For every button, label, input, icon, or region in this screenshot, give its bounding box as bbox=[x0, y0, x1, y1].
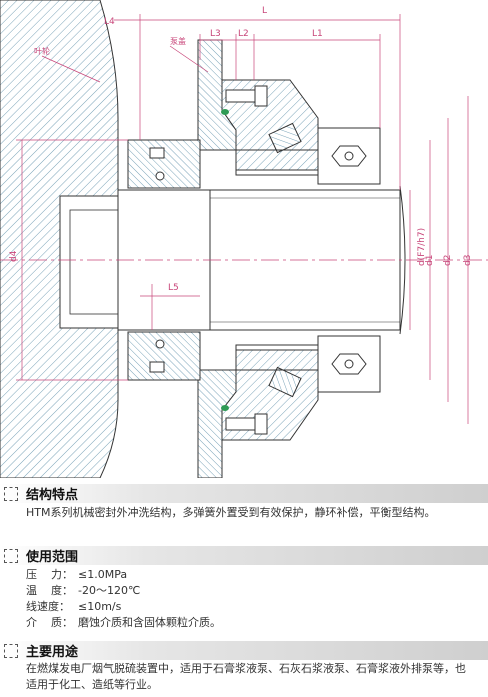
section-text-usage: 在燃煤发电厂烟气脱硫装置中，适用于石膏浆液泵、石灰石浆液泵、石膏浆液外排泵等，也… bbox=[26, 662, 466, 691]
dim-label-d-fit: d(F7/h7) bbox=[417, 228, 427, 266]
section-marker-icon bbox=[4, 486, 18, 501]
dim-label-l2: L2 bbox=[238, 29, 249, 39]
spec-row-speed: 线速度： ≤10m/s bbox=[26, 600, 122, 613]
section-header-range: 使用范围 bbox=[0, 546, 488, 565]
label-pump-cover: 泵盖 bbox=[170, 36, 186, 46]
section-marker-icon bbox=[4, 548, 18, 563]
section-text-structure: HTM系列机械密封外冲洗结构，多弹簧外置受到有效保护，静环补偿，平衡型结构。 bbox=[26, 506, 436, 519]
section-title-range: 使用范围 bbox=[26, 550, 79, 565]
dimension-lines bbox=[16, 14, 469, 424]
dim-label-l: L bbox=[262, 6, 267, 16]
dim-label-l4: L4 bbox=[104, 17, 115, 27]
spec-list: 压 力： ≤1.0MPa 温 度： -20～120℃ 线速度： ≤10m/s 介… bbox=[26, 567, 476, 631]
dim-label-d3: d3 bbox=[463, 255, 473, 266]
section-title-structure: 结构特点 bbox=[26, 488, 79, 503]
dim-label-l5: L5 bbox=[168, 283, 179, 293]
spec-row-medium: 介 质： 磨蚀介质和含固体颗粒介质。 bbox=[26, 616, 221, 629]
section-marker-icon bbox=[4, 643, 18, 658]
section-title-usage: 主要用途 bbox=[26, 645, 79, 660]
section-header-usage: 主要用途 bbox=[0, 641, 488, 660]
section-header-structure: 结构特点 bbox=[0, 484, 488, 503]
drive-collar-part bbox=[317, 127, 381, 393]
dim-label-l1: L1 bbox=[312, 29, 323, 39]
spec-row-temperature: 温 度： -20～120℃ bbox=[26, 584, 141, 597]
dim-label-d1: d1 bbox=[425, 255, 435, 266]
seal-ring-part bbox=[127, 139, 321, 381]
label-impeller: 叶轮 bbox=[34, 46, 50, 56]
dim-label-l3: L3 bbox=[210, 29, 221, 39]
dim-label-d4: d4 bbox=[9, 250, 19, 262]
spec-row-pressure: 压 力： ≤1.0MPa bbox=[26, 568, 128, 581]
seal-drawing: L4 L L3 L2 L1 L5 d4 d(F7/h7) d1 d2 d3 叶轮… bbox=[0, 0, 488, 478]
gland-part bbox=[221, 79, 319, 441]
dim-label-d2: d2 bbox=[443, 255, 453, 266]
